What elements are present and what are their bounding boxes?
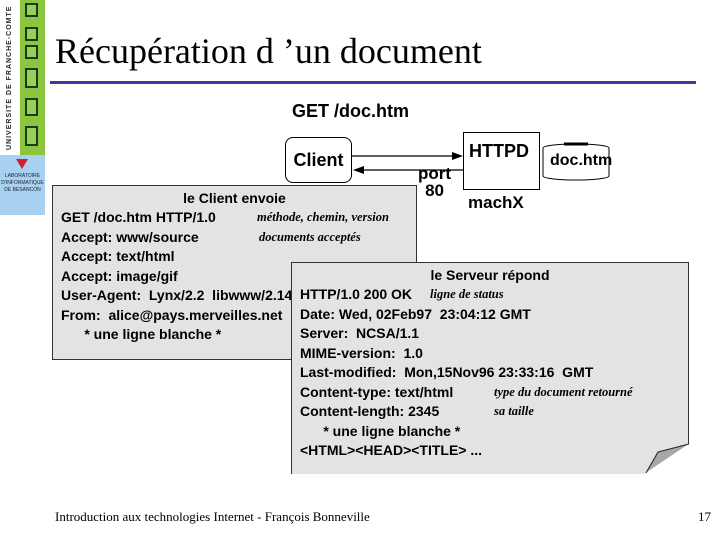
- file-disk-icon: doc.htm: [542, 142, 613, 182]
- client-node: Client: [285, 137, 352, 183]
- server-box-heading: le Serveur répond: [430, 267, 550, 283]
- logo-icon: [25, 98, 38, 116]
- footer-text: Introduction aux technologies Internet -…: [55, 509, 370, 524]
- line-text: Content-length: 2345: [300, 403, 440, 419]
- line-text: HTTP/1.0 200 OK: [300, 286, 413, 302]
- response-line: Content-length: 2345 sa taille: [300, 403, 680, 423]
- server-label: HTTPD: [469, 141, 529, 161]
- title-rule: [50, 81, 696, 84]
- request-line: * une ligne blanche *: [61, 326, 222, 342]
- line-text: Content-type: text/html: [300, 383, 454, 400]
- logo-icon: [25, 45, 38, 59]
- request-line: User-Agent: Lynx/2.2 libwww/2.14: [61, 287, 293, 303]
- logo-icon: [25, 126, 38, 146]
- response-line: <HTML><HEAD><TITLE> ...: [300, 442, 483, 458]
- slide-title: Récupération d ’un document: [55, 31, 482, 71]
- logo-icon: [25, 3, 38, 17]
- annotation: méthode, chemin, version: [257, 210, 389, 224]
- request-line: Accept: text/html: [61, 248, 175, 264]
- request-label: GET /doc.htm: [292, 101, 409, 121]
- request-line: GET /doc.htm HTTP/1.0 méthode, chemin, ve…: [61, 209, 408, 229]
- request-line: Accept: image/gif: [61, 267, 178, 284]
- response-line: MIME-version: 1.0: [300, 344, 423, 361]
- client-label: Client: [293, 149, 344, 170]
- page-number: 17: [698, 509, 711, 524]
- logo-icon: [25, 68, 38, 88]
- annotation: type du document retourné: [494, 384, 633, 399]
- response-line: HTTP/1.0 200 OK ligne de status: [300, 286, 680, 306]
- page-curl-icon: [644, 443, 690, 474]
- response-line: * une ligne blanche *: [300, 422, 461, 439]
- annotation: ligne de status: [430, 287, 504, 301]
- response-line: Content-type: text/html type du document …: [300, 384, 680, 404]
- line-text: Accept: www/source: [61, 228, 199, 245]
- annotation: documents acceptés: [259, 229, 361, 244]
- response-line: Server: NCSA/1.1: [300, 325, 420, 341]
- port-number: 80: [425, 181, 444, 200]
- client-box-heading: le Client envoie: [183, 190, 286, 206]
- file-label: doc.htm: [550, 152, 613, 169]
- response-line: Last-modified: Mon,15Nov96 23:33:16 GMT: [300, 364, 594, 380]
- client-request-box: le Client envoie GET /doc.htm HTTP/1.0 mé…: [52, 185, 417, 360]
- server-node: HTTPD: [463, 132, 540, 190]
- machine-label: machX: [468, 193, 524, 212]
- response-line: Date: Wed, 02Feb97 23:04:12 GMT: [300, 305, 531, 322]
- lab-logo: LABORATOIRE D'INFORMATIQUE DE BESANCON: [0, 155, 45, 215]
- line-text: GET /doc.htm HTTP/1.0: [61, 209, 216, 225]
- server-response-box: le Serveur répond HTTP/1.0 200 OK ligne d…: [291, 262, 689, 474]
- port-text: port: [418, 164, 452, 183]
- request-line: From: alice@pays.merveilles.net: [61, 306, 283, 323]
- connection-arrows: [352, 152, 463, 174]
- request-line: Accept: www/source documents acceptés: [61, 229, 408, 249]
- university-name: UNIVERSITE DE FRANCHE-COMTE: [0, 0, 20, 155]
- lab-name: LABORATOIRE D'INFORMATIQUE DE BESANCON: [1, 173, 44, 193]
- university-logo-band: UNIVERSITE DE FRANCHE-COMTE: [0, 0, 45, 155]
- logo-icon: [25, 27, 38, 41]
- annotation: sa taille: [494, 404, 534, 418]
